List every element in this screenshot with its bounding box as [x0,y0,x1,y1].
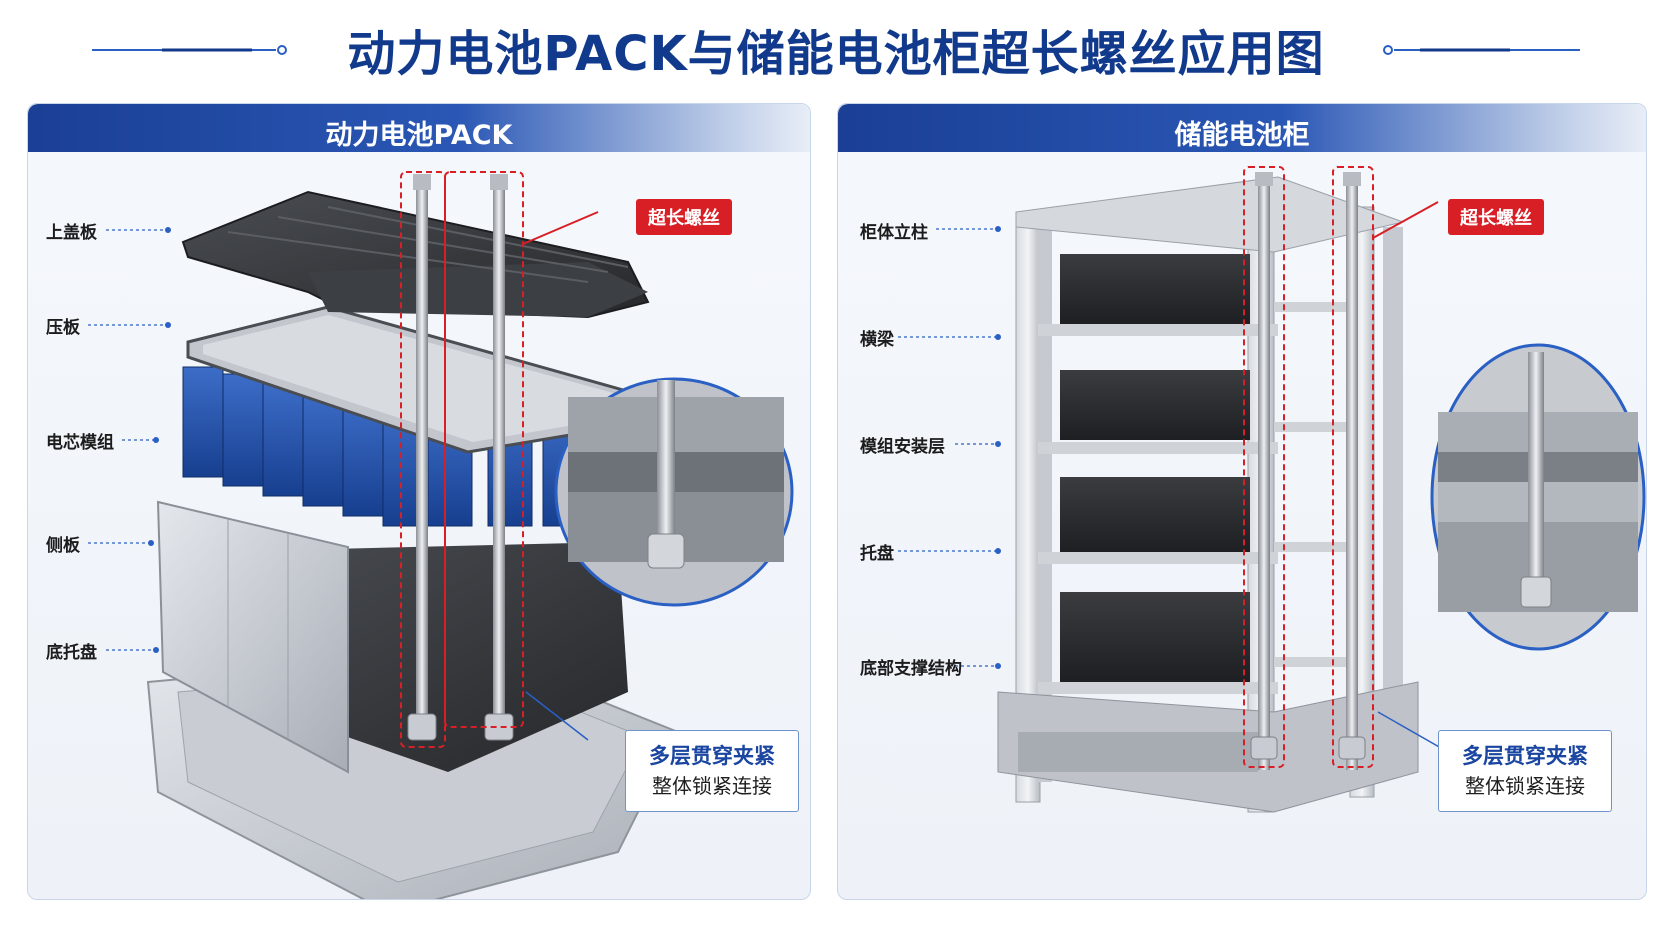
storage-cabinet-illustration [898,166,1646,813]
label-side-plate: 侧板 [46,536,80,556]
screw-highlight-boxes [1243,166,1439,768]
panel-header: 储能电池柜 [838,104,1646,152]
info-line-2: 整体锁紧连接 [652,774,772,798]
label-cell-module: 电芯模组 [46,433,114,453]
info-box: 多层贯穿夹紧 整体锁紧连接 [1438,730,1612,812]
long-screws [407,174,514,741]
info-box: 多层贯穿夹紧 整体锁紧连接 [625,730,799,812]
info-line-2: 整体锁紧连接 [1465,774,1585,798]
battery-pack-illustration [88,171,794,899]
label-top-cover: 上盖板 [46,223,97,243]
title-decoration-right [1383,45,1580,55]
long-screws [1250,172,1366,770]
title-decoration-left [92,45,287,55]
label-module-layer: 模组安装层 [860,437,945,457]
label-cabinet-upright: 柜体立柱 [860,223,928,243]
label-tray: 托盘 [860,544,894,564]
panel-header-title: 动力电池PACK [325,120,513,151]
label-crossbeam: 横梁 [860,330,894,350]
long-screw-tag: 超长螺丝 [1448,199,1544,235]
label-leaders [898,226,1001,669]
info-line-1: 多层贯穿夹紧 [649,744,775,768]
long-screw-tag: 超长螺丝 [636,199,732,235]
screw-detail-zoom [1377,343,1646,753]
side-plate [156,500,349,774]
screw-detail-zoom [525,377,794,741]
panel-battery-pack: 动力电池PACK [27,103,811,900]
title-bar: 动力电池PACK与储能电池柜超长螺丝应用图 [0,0,1672,100]
base-support [997,681,1419,813]
info-line-1: 多层贯穿夹紧 [1462,744,1588,768]
panel-header-title: 储能电池柜 [1174,120,1310,151]
battery-shelves [1038,254,1350,694]
panel-storage-cabinet: 储能电池柜 [837,103,1647,900]
label-base-support: 底部支撑结构 [860,659,962,679]
label-pressure-plate: 压板 [46,318,80,338]
cabinet-top-frame [1015,176,1405,253]
screw-highlight-boxes [400,171,599,748]
label-bottom-tray: 底托盘 [46,643,97,663]
page-title: 动力电池PACK与储能电池柜超长螺丝应用图 [347,26,1325,82]
panel-header: 动力电池PACK [28,104,810,152]
top-cover [181,190,650,319]
label-leaders [88,227,171,653]
